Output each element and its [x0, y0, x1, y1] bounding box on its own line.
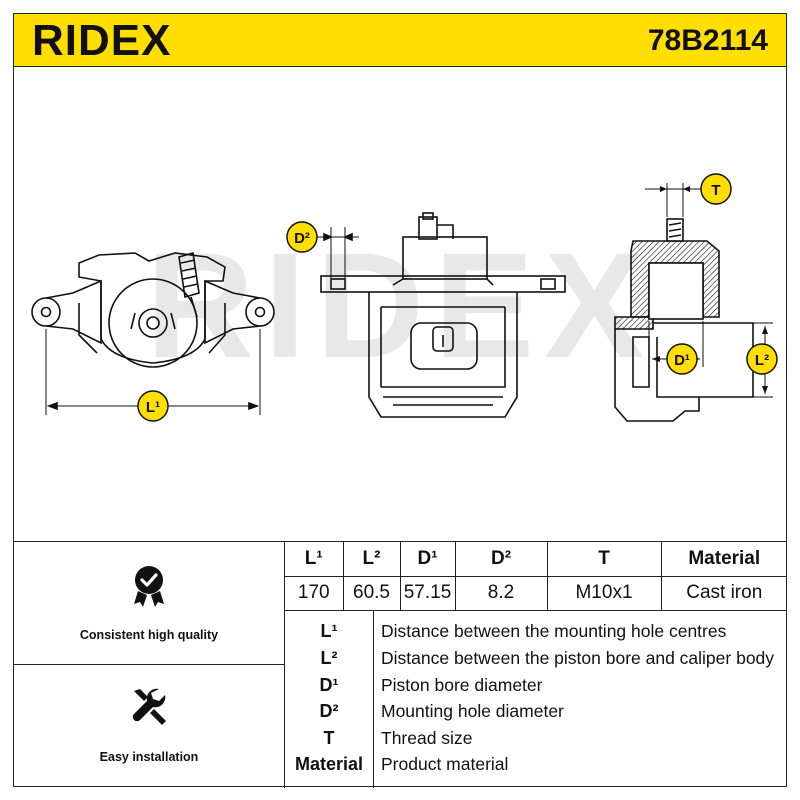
- callout-l1: L¹: [137, 390, 169, 422]
- specs-header-row: L¹ L² D¹ D² T Material: [285, 542, 787, 577]
- legend-row: D² Mounting hole diameter: [285, 698, 787, 725]
- legend-desc: Mounting hole diameter: [381, 701, 564, 721]
- legend-desc: Piston bore diameter: [381, 675, 543, 695]
- callout-l1-label: L¹: [146, 399, 160, 416]
- brand-logo: RIDEX: [32, 16, 172, 65]
- legend-desc: Thread size: [381, 728, 473, 748]
- legend-row: L² Distance between the piston bore and …: [285, 645, 787, 672]
- callout-d1: D¹: [666, 343, 698, 375]
- info-section: Consistent high quality Easy installatio…: [13, 541, 787, 788]
- specs-header-l2: L²: [343, 542, 401, 577]
- technical-drawing: RIDEX: [13, 67, 787, 541]
- specs-value-d1: 57.15: [400, 576, 456, 611]
- legend-key: Material: [294, 754, 364, 774]
- feature-quality-label: Consistent high quality: [79, 628, 219, 642]
- legend-row: D¹ Piston bore diameter: [285, 672, 787, 699]
- legend-key: T: [323, 728, 335, 748]
- legend-key: L¹: [320, 621, 338, 641]
- legend-table: L¹ Distance between the mounting hole ce…: [285, 610, 787, 788]
- legend-desc: Distance between the mounting hole centr…: [381, 621, 727, 641]
- specs-value-row: 170 60.5 57.15 8.2 M10x1 Cast iron: [285, 576, 787, 611]
- legend-row: T Thread size: [285, 725, 787, 752]
- callout-d2-label: D²: [294, 230, 310, 247]
- specs-header-l1: L¹: [285, 542, 344, 577]
- feature-installation: Easy installation: [13, 665, 285, 788]
- caliper-top-view: [313, 212, 566, 418]
- callout-t: T: [700, 173, 732, 205]
- callout-l2: L²: [746, 343, 778, 375]
- legend-divider: [373, 610, 374, 788]
- specs-table: L¹ L² D¹ D² T Material 170 60.5 57.15 8.…: [285, 542, 787, 611]
- part-number: 78B2114: [647, 24, 768, 57]
- specs-header-d1: D¹: [400, 542, 456, 577]
- feature-quality: Consistent high quality: [13, 542, 285, 665]
- legend-row: L¹ Distance between the mounting hole ce…: [285, 618, 787, 645]
- legend-key: D¹: [319, 675, 339, 695]
- specs-value-l2: 60.5: [343, 576, 401, 611]
- watermark-text: RIDEX: [146, 221, 654, 389]
- specs-header-d2: D²: [455, 542, 548, 577]
- legend-key: D²: [319, 701, 339, 721]
- caliper-drawing-svg: RIDEX: [31, 173, 778, 422]
- specs-value-d2: 8.2: [455, 576, 548, 611]
- legend-desc: Distance between the piston bore and cal…: [381, 648, 775, 668]
- legend-key: L²: [320, 648, 338, 668]
- specs-header-t: T: [547, 542, 662, 577]
- specs-value-l1: 170: [285, 576, 344, 611]
- callout-d2: D²: [286, 221, 318, 253]
- feature-installation-label: Easy installation: [99, 750, 199, 764]
- callout-t-label: T: [711, 182, 720, 199]
- legend-desc: Product material: [381, 754, 509, 774]
- specs-value-material: Cast iron: [661, 576, 787, 611]
- quality-check-icon: [134, 566, 164, 607]
- callout-d1-label: D¹: [674, 352, 690, 369]
- specs-header-material: Material: [661, 542, 787, 577]
- callout-l2-label: L²: [755, 352, 769, 369]
- specs-value-t: M10x1: [547, 576, 662, 611]
- wrench-icon: [132, 688, 166, 725]
- legend-row: Material Product material: [285, 751, 787, 778]
- header-bar: RIDEX 78B2114: [13, 13, 787, 67]
